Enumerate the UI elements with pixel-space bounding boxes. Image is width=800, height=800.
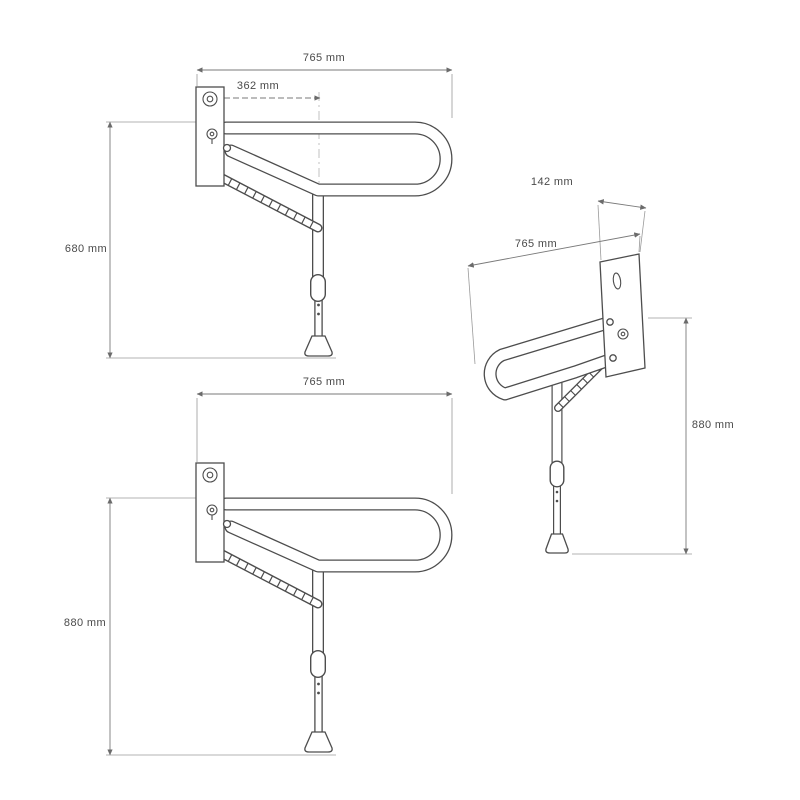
wall-plate [195,462,232,563]
dims-view-680: 765 mm 362 mm 680 mm [65,52,453,359]
view-side-880: 765 mm 880 mm [64,376,453,756]
rubber-foot [545,533,569,554]
fold-up-rail [483,315,622,401]
dim-label-height: 680 mm [65,243,107,255]
dim-line-total-length [467,232,641,268]
rubber-foot [304,731,333,753]
floor-leg [304,562,333,753]
dim-label-height: 880 mm [64,617,106,629]
dim-label-total-length: 765 mm [303,52,345,64]
dims-view-880: 765 mm 880 mm [64,376,453,756]
hinge-pivot [606,318,614,326]
dim-label-total-length: 765 mm [303,376,345,388]
fold-up-rail [219,121,453,197]
hinge-pivot [609,354,617,362]
wall-plate [599,253,646,378]
fold-up-rail [219,497,453,573]
dim-label-total-length: 765 mm [515,238,557,250]
hinge-pivot [222,519,232,529]
dim-label-height: 880 mm [692,419,734,431]
dim-label-wall-to-leg: 362 mm [237,80,279,92]
dim-label-plate-width: 142 mm [531,176,573,188]
hinge-pivot [222,143,232,153]
rubber-foot [304,335,333,357]
view-perspective: 142 mm 765 mm 880 mm [467,176,734,555]
floor-leg [304,186,333,357]
dim-line-plate-width [597,199,647,210]
view-side-680: 765 mm 362 mm 680 mm [65,52,453,359]
wall-plate [195,86,232,187]
floor-leg [545,374,569,554]
dims-view-perspective: 142 mm 765 mm 880 mm [467,176,734,555]
